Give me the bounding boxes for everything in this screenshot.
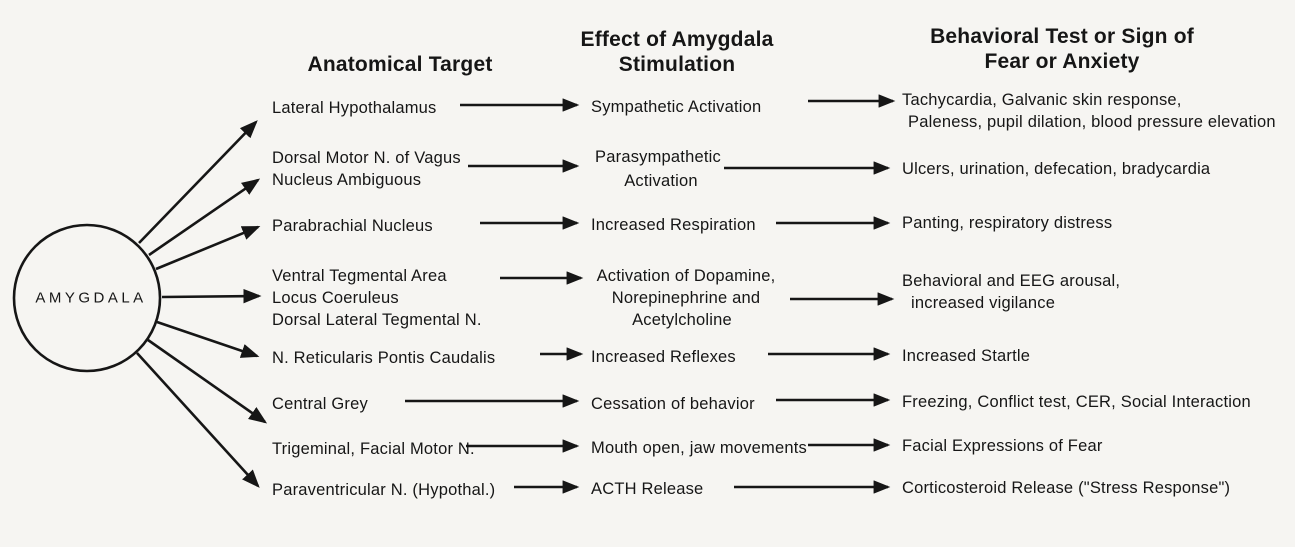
header-effect-line1: Effect of Amygdala — [580, 28, 773, 51]
row4-effect-line3: Acetylcholine — [632, 311, 732, 329]
amygdala-label: AMYGDALA — [35, 290, 146, 307]
row3-effect: Increased Respiration — [591, 216, 756, 234]
row2-target-line2: Nucleus Ambiguous — [272, 171, 421, 189]
row6-effect: Cessation of behavior — [591, 395, 755, 413]
header-behavioral-line2: Fear or Anxiety — [984, 50, 1139, 73]
row8-effect: ACTH Release — [591, 480, 703, 498]
row4-effect-line1: Activation of Dopamine, — [597, 267, 776, 285]
row5-behavior: Increased Startle — [902, 347, 1030, 365]
row2-behavior: Ulcers, urination, defecation, bradycard… — [902, 160, 1211, 178]
fan-arrow-row4 — [161, 288, 262, 304]
row5-target: N. Reticularis Pontis Caudalis — [272, 349, 495, 367]
row6-behavior: Freezing, Conflict test, CER, Social Int… — [902, 393, 1251, 411]
row2-effect-line1: Parasympathetic — [595, 148, 721, 166]
row6-target: Central Grey — [272, 395, 368, 413]
row7-target: Trigeminal, Facial Motor N. — [272, 440, 475, 458]
row7-effect: Mouth open, jaw movements — [591, 439, 807, 457]
row4-target-line1: Ventral Tegmental Area — [272, 267, 447, 285]
row1-behavior-line1: Tachycardia, Galvanic skin response, — [902, 91, 1182, 109]
row4-behavior-line2: increased vigilance — [911, 294, 1055, 312]
header-behavioral-line1: Behavioral Test or Sign of — [930, 25, 1195, 48]
fan-arrow-row5 — [156, 320, 260, 358]
row3-target: Parabrachial Nucleus — [272, 217, 433, 235]
row8-behavior: Corticosteroid Release ("Stress Response… — [902, 479, 1230, 497]
row4-target-line2: Locus Coeruleus — [272, 289, 399, 307]
header-anatomical-target: Anatomical Target — [307, 53, 492, 76]
fan-arrow-row3 — [155, 225, 261, 271]
row4-effect-line2: Norepinephrine and — [612, 289, 761, 307]
fan-arrow-row1 — [138, 120, 258, 244]
row4-target-line3: Dorsal Lateral Tegmental N. — [272, 311, 482, 329]
row8-target: Paraventricular N. (Hypothal.) — [272, 481, 495, 499]
row4-behavior-line1: Behavioral and EEG arousal, — [902, 272, 1120, 290]
row5-effect: Increased Reflexes — [591, 348, 736, 366]
fan-arrow-row6 — [147, 338, 268, 424]
header-effect-line2: Stimulation — [619, 53, 736, 76]
row2-target-line1: Dorsal Motor N. of Vagus — [272, 149, 461, 167]
fan-arrow-row2 — [148, 178, 261, 257]
row1-effect: Sympathetic Activation — [591, 98, 761, 116]
row3-behavior: Panting, respiratory distress — [902, 214, 1112, 232]
row7-behavior: Facial Expressions of Fear — [902, 437, 1103, 455]
row1-target: Lateral Hypothalamus — [272, 99, 437, 117]
fan-arrow-row8 — [136, 352, 260, 488]
row2-effect-line2: Activation — [624, 172, 698, 190]
amygdala-node — [12, 223, 162, 373]
row1-behavior-line2: Paleness, pupil dilation, blood pressure… — [908, 113, 1276, 131]
